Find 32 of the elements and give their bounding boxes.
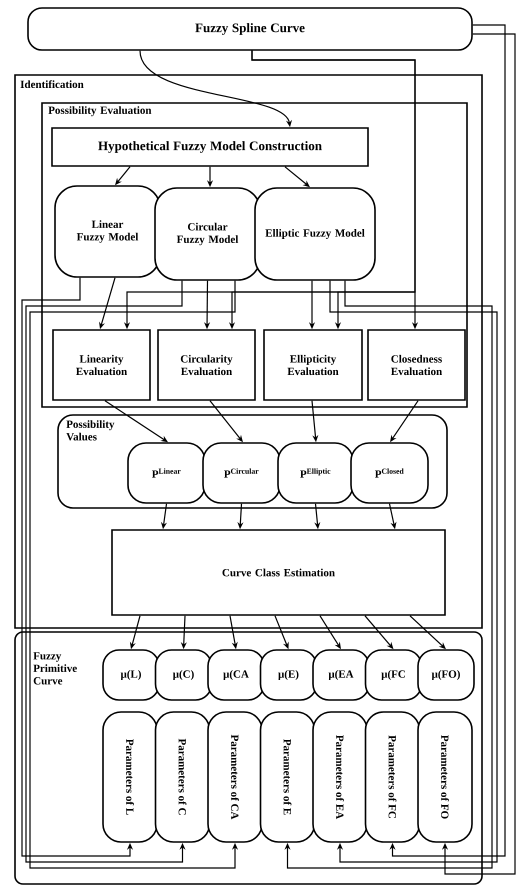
rounded-box: P$^{Elliptic}$ [277, 442, 354, 504]
rounded-box: μ(E) [260, 649, 318, 701]
rounded-box: Parameters of CA [207, 711, 263, 843]
rounded-box: P$^{Closed}$ [350, 442, 429, 504]
rounded-box: Parameters of EA [312, 711, 368, 843]
arrow [442, 33, 516, 875]
rounded-box: μ(C) [154, 649, 212, 701]
process-box: Ellipticity Evaluation [263, 329, 363, 401]
rounded-box: μ(FO) [417, 649, 475, 701]
rounded-box: Parameters of FO [417, 711, 473, 843]
process-box: Circularity Evaluation [157, 329, 256, 401]
arrow [329, 280, 498, 863]
rounded-box: Parameters of E [260, 711, 316, 843]
rounded-box: Elliptic Fuzzy Model [254, 187, 376, 281]
rounded-box: μ(CA [207, 649, 265, 701]
rounded-box: Circular Fuzzy Model [154, 187, 261, 281]
rounded-box: Parameters of L [102, 711, 158, 843]
rounded-box: Parameters of FC [364, 711, 420, 843]
process-box: Curve Class Estimation [111, 529, 446, 616]
rounded-box: Fuzzy Spline Curve [27, 7, 473, 51]
process-box: Closedness Evaluation [367, 329, 466, 401]
rounded-box: μ(L) [102, 649, 160, 701]
rounded-box: P$^{Circular}$ [202, 442, 281, 504]
rounded-box: μ(EA [312, 649, 370, 701]
arrow [389, 24, 506, 857]
rounded-box: Linear Fuzzy Model [54, 185, 161, 278]
arrow [284, 280, 493, 869]
rounded-box: μ(FC [364, 649, 422, 701]
process-box: Hypothetical Fuzzy Model Construction [51, 127, 369, 167]
rounded-box: Parameters of C [154, 711, 210, 843]
rounded-box: P$^{Linear}$ [127, 442, 206, 504]
process-box: Linearity Evaluation [52, 329, 151, 401]
